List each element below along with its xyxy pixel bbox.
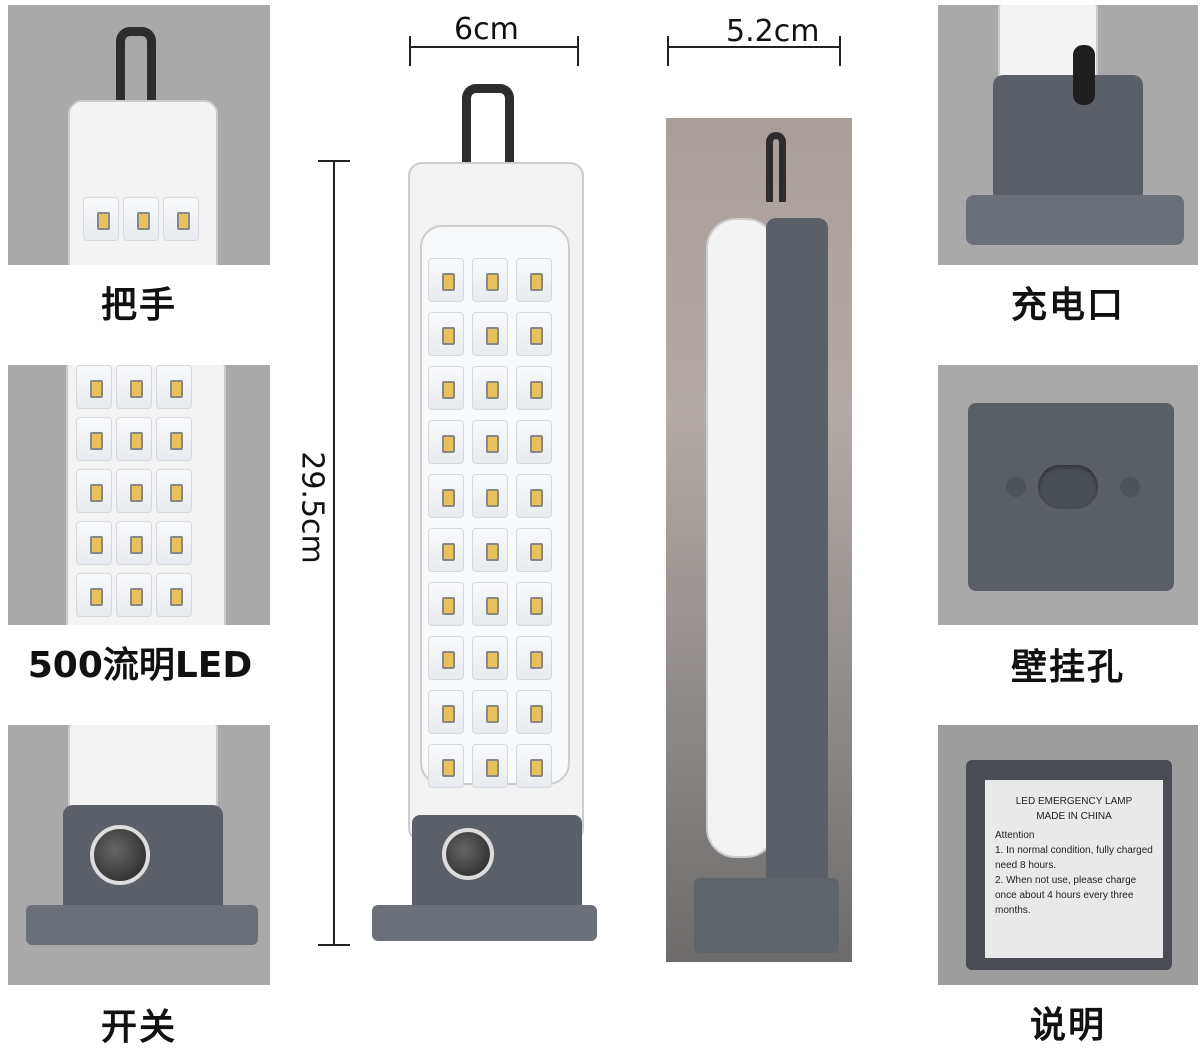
led-cell: [76, 365, 112, 409]
hook: [116, 27, 156, 107]
label-lumens: 500流明LED: [27, 645, 253, 686]
led-cell: [516, 420, 552, 464]
led-cell: [116, 417, 152, 461]
label-instructions: 说明: [1029, 1005, 1106, 1046]
nameplate-title: LED EMERGENCY LAMP: [1015, 796, 1133, 807]
led-cell: [472, 474, 508, 518]
nameplate-item-1: 1. In normal condition, fully charged ne…: [995, 845, 1153, 871]
led-cell: [156, 365, 192, 409]
led-cell: [76, 417, 112, 461]
nameplate-origin: MADE IN CHINA: [1036, 811, 1112, 822]
side-back-housing: [766, 218, 828, 918]
led-cell: [428, 528, 464, 572]
led-cell: [156, 521, 192, 565]
led-cell: [76, 521, 112, 565]
led-detail-photo: [8, 365, 270, 625]
label-wall-hole: 壁挂孔: [1010, 647, 1125, 688]
nameplate-item-2: 2. When not use, please charge once abou…: [995, 875, 1137, 916]
led-cell: [428, 474, 464, 518]
led-cell: [156, 469, 192, 513]
led-cell: [428, 366, 464, 410]
width-dimension: 6cm: [454, 12, 519, 47]
nameplate: LED EMERGENCY LAMP MADE IN CHINA Attenti…: [985, 780, 1163, 958]
led-cell: [516, 744, 552, 788]
width-line: [410, 46, 578, 48]
led-cell: [116, 469, 152, 513]
led-cell: [472, 312, 508, 356]
led-cell: [516, 528, 552, 572]
led-cell: [516, 582, 552, 626]
wall-hole-photo: [938, 365, 1198, 625]
depth-dimension: 5.2cm: [726, 14, 820, 49]
main-lamp-base: [412, 815, 582, 915]
label-handle: 把手: [100, 285, 177, 326]
led-cell: [472, 366, 508, 410]
led-cell: [76, 469, 112, 513]
keyhole-icon: [1038, 465, 1098, 509]
side-view-photo: [666, 118, 852, 962]
led-cell: [472, 636, 508, 680]
label-charge-port: 充电口: [1010, 285, 1125, 326]
led-cell: [472, 528, 508, 572]
led-cell: [116, 573, 152, 617]
main-lamp-switch: [442, 828, 494, 880]
led-cell: [472, 690, 508, 734]
led-cell: [428, 312, 464, 356]
depth-line: [668, 46, 840, 48]
led-cell: [516, 690, 552, 734]
led-cell: [472, 420, 508, 464]
led-cell: [428, 636, 464, 680]
led-cell: [116, 365, 152, 409]
switch-knob: [90, 825, 150, 885]
led-cell: [516, 366, 552, 410]
led-cell: [428, 420, 464, 464]
led-cell: [428, 258, 464, 302]
led-cell: [516, 636, 552, 680]
led-cell: [76, 573, 112, 617]
main-lamp-hook: [462, 84, 514, 174]
label-switch: 开关: [100, 1007, 177, 1048]
led-cell: [516, 258, 552, 302]
switch-detail-photo: [8, 725, 270, 985]
led-cell: [428, 582, 464, 626]
led-cell: [156, 573, 192, 617]
height-dimension: 29.5cm: [294, 451, 330, 564]
led-cell: [472, 744, 508, 788]
led-cell: [156, 417, 192, 461]
led-cell: [116, 521, 152, 565]
led-cell: [516, 474, 552, 518]
led-cell: [516, 312, 552, 356]
led-cell: [428, 690, 464, 734]
led-cell: [428, 744, 464, 788]
led-cell: [472, 582, 508, 626]
nameplate-heading: Attention: [995, 830, 1035, 841]
led-cell: [472, 258, 508, 302]
charge-port-photo: [938, 5, 1198, 265]
height-line: [333, 160, 335, 945]
charge-port-icon: [1073, 45, 1095, 105]
handle-detail-photo: [8, 5, 270, 265]
